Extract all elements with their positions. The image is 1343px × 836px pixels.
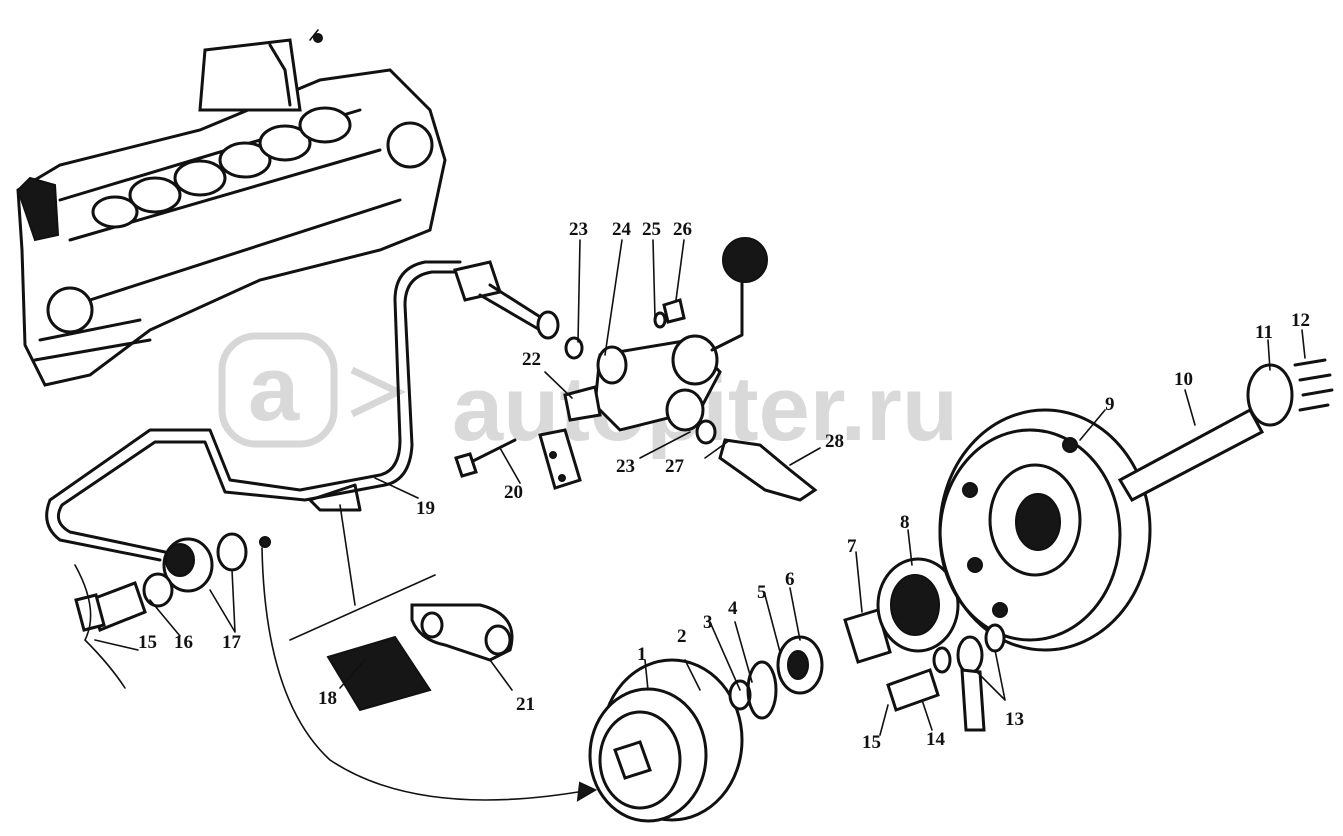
callout-4: 4 xyxy=(728,598,738,619)
callout-13: 13 xyxy=(1005,709,1024,730)
callout-23b: 23 xyxy=(616,456,635,477)
callout-14: 14 xyxy=(926,729,946,750)
callout-27: 27 xyxy=(665,456,685,477)
callout-15b: 15 xyxy=(862,732,881,753)
callout-18: 18 xyxy=(318,688,337,709)
flywheel xyxy=(938,408,1152,652)
callout-22: 22 xyxy=(522,349,541,370)
callout-5: 5 xyxy=(757,582,767,603)
callout-1: 1 xyxy=(637,644,647,665)
callout-25: 25 xyxy=(642,219,661,240)
callout-labels: 23 24 25 26 22 20 23 27 28 19 9 10 11 12… xyxy=(138,219,1310,753)
leader-lines xyxy=(94,239,1306,736)
callout-26: 26 xyxy=(673,219,692,240)
engine-block xyxy=(16,29,447,387)
callout-8: 8 xyxy=(900,512,910,533)
pipe-end-fitting xyxy=(74,532,598,802)
callout-16: 16 xyxy=(174,632,193,653)
callout-6: 6 xyxy=(785,569,795,590)
callout-10: 10 xyxy=(1174,369,1193,390)
callout-21: 20 xyxy=(504,482,523,503)
callout-17: 17 xyxy=(222,632,242,653)
bracket-parts xyxy=(326,603,514,712)
callout-23a: 23 xyxy=(569,219,588,240)
oil-pipe-assembly xyxy=(45,260,462,641)
crank-pulley-assembly xyxy=(588,557,960,823)
callout-2: 2 xyxy=(677,626,687,647)
callout-24: 24 xyxy=(612,219,632,240)
callout-15a: 15 xyxy=(138,632,157,653)
callout-20: 19 xyxy=(416,498,435,519)
watermark-logo-letter: a xyxy=(248,338,300,440)
callout-28: 28 xyxy=(825,431,844,452)
callout-9: 9 xyxy=(1105,394,1115,415)
callout-11: 11 xyxy=(1255,322,1273,343)
callout-19: 21 xyxy=(516,694,535,715)
callout-7: 7 xyxy=(847,536,857,557)
valve-assembly xyxy=(453,237,818,502)
callout-12: 12 xyxy=(1291,310,1310,331)
shaft-and-spring xyxy=(1117,358,1334,502)
callout-3: 3 xyxy=(703,612,713,633)
